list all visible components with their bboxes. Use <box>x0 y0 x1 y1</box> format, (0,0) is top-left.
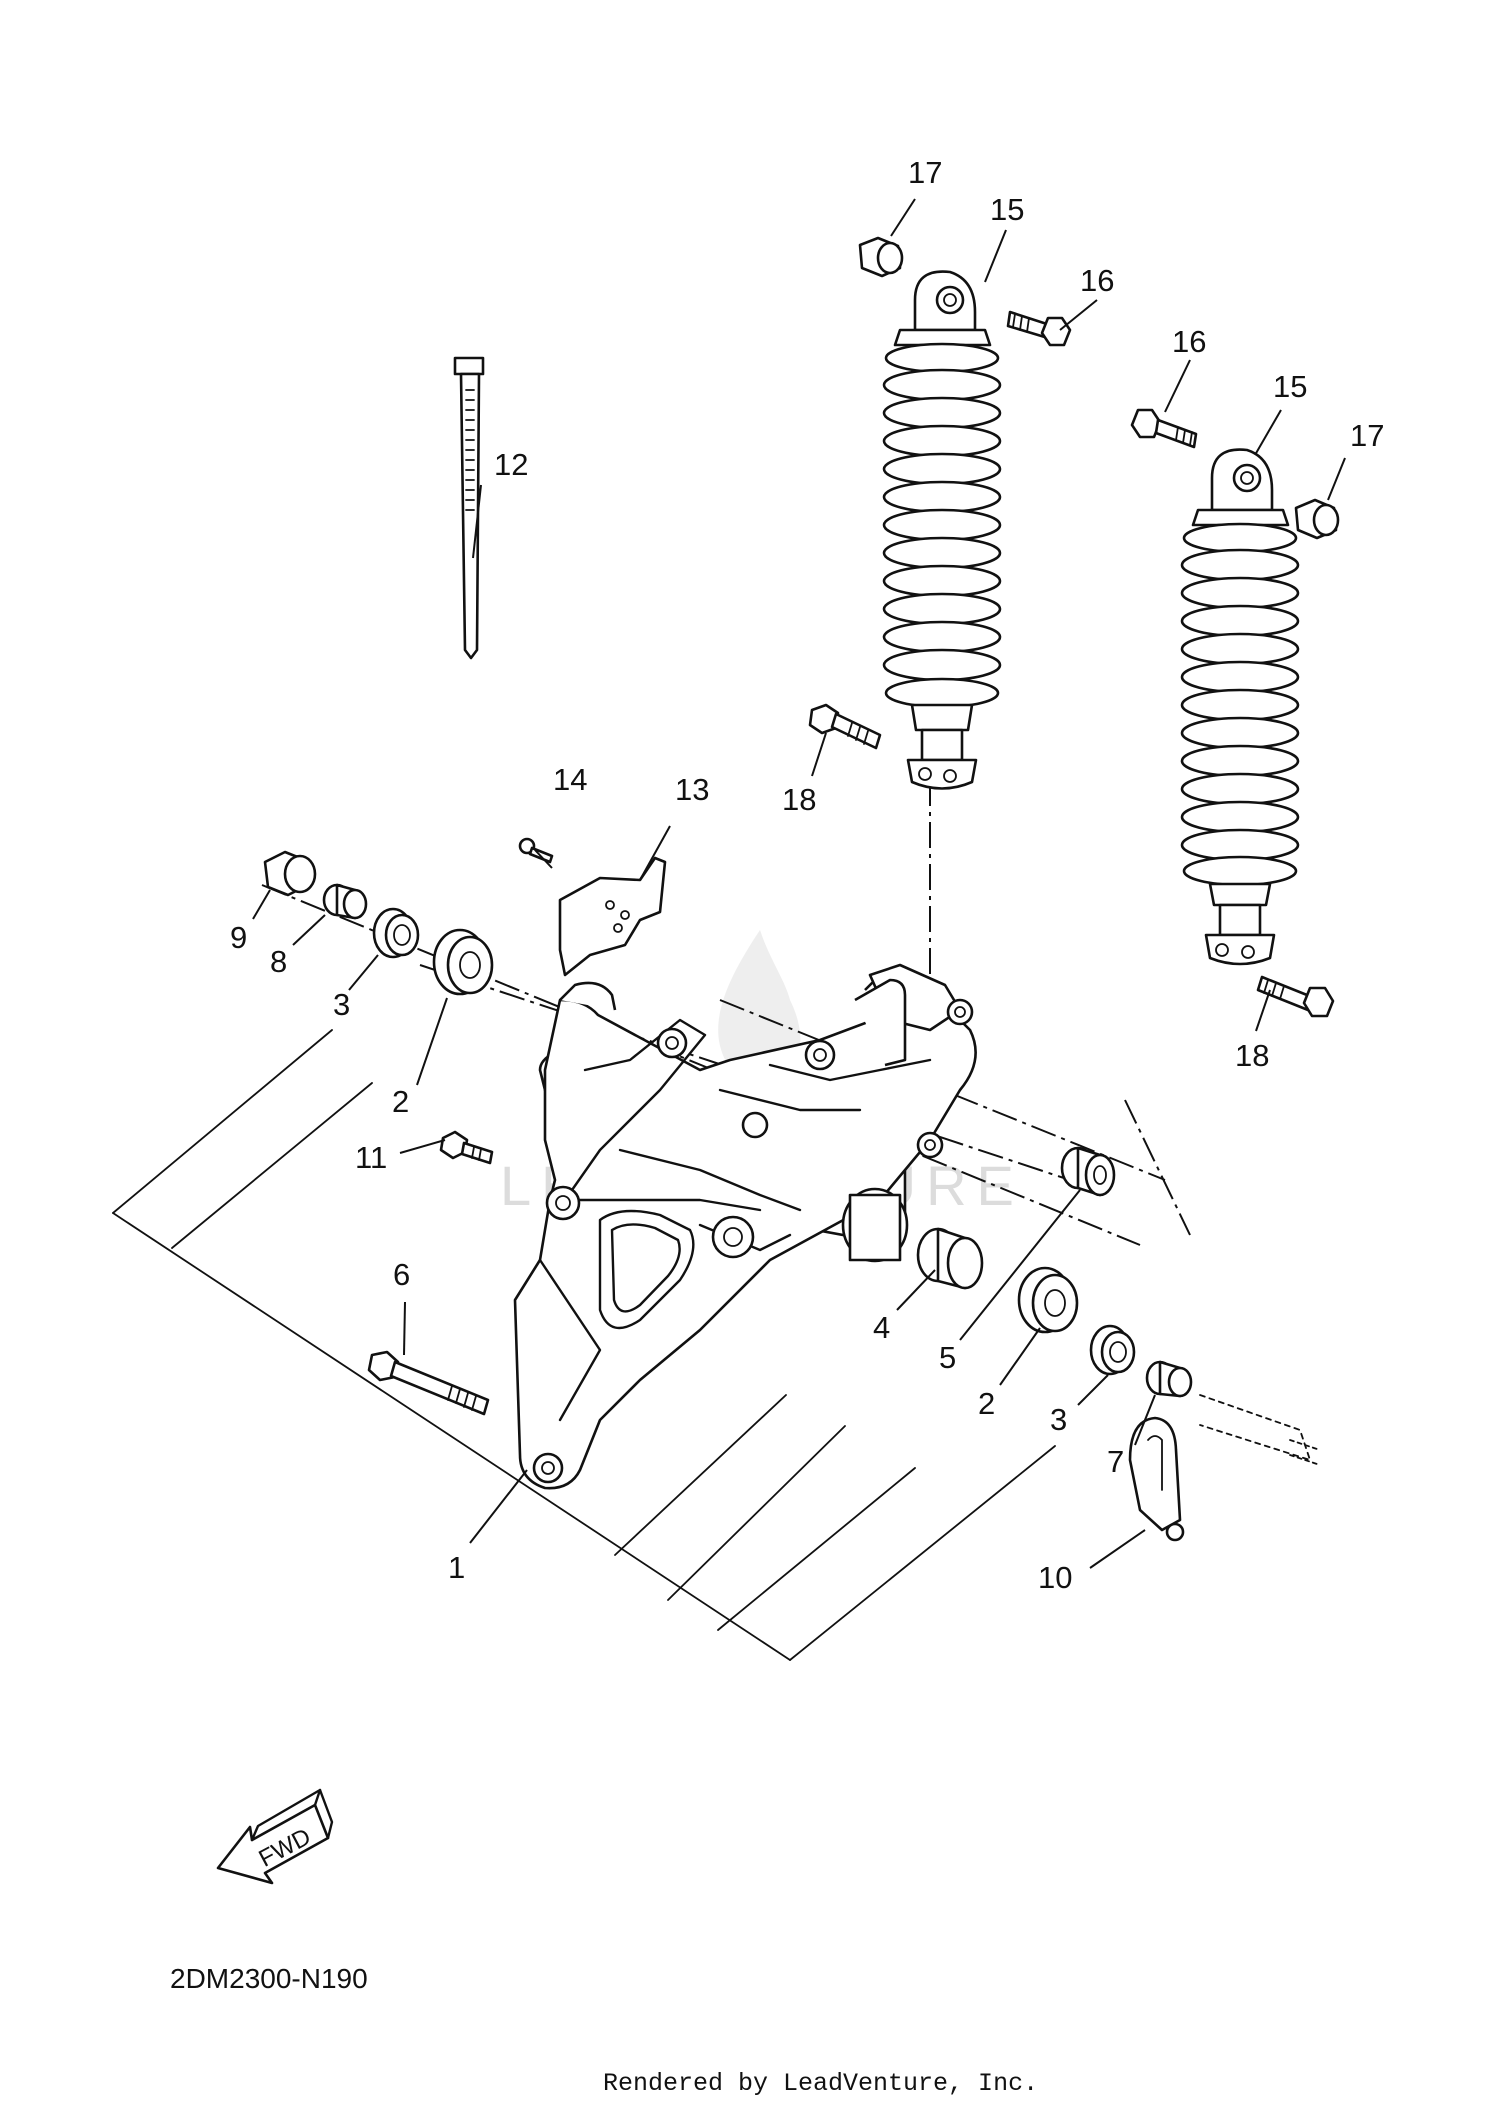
clamp-10 <box>1128 1416 1185 1542</box>
rear-shock-left <box>882 270 1002 790</box>
nut-17-right <box>1294 498 1340 540</box>
callout-2-right: 2 <box>978 1386 995 1421</box>
nut-17-left <box>858 236 904 278</box>
collar-8 <box>322 883 368 920</box>
rear-arm-bracket <box>513 963 977 1490</box>
bearing-2-right <box>1017 1266 1079 1334</box>
callout-1: 1 <box>448 1550 465 1585</box>
callout-12: 12 <box>494 447 528 482</box>
rendered-by-credit: Rendered by LeadVenture, Inc. <box>603 2069 1038 2098</box>
callout-6: 6 <box>393 1257 410 1292</box>
assembly-lines <box>112 1029 1056 1661</box>
callout-17-left: 17 <box>908 155 942 190</box>
cable-tie <box>453 356 485 660</box>
bolt-18-right <box>1256 975 1335 1018</box>
callout-15-left: 15 <box>990 192 1024 227</box>
callout-18-right: 18 <box>1235 1038 1269 1073</box>
callout-13: 13 <box>675 772 709 807</box>
bolt-16-right <box>1130 408 1198 449</box>
collar-4 <box>916 1227 984 1290</box>
callout-5: 5 <box>939 1340 956 1375</box>
bearing-2-left <box>432 928 494 996</box>
oil-seal-3-left <box>372 907 420 959</box>
callout-7: 7 <box>1107 1444 1124 1479</box>
bracket-plate <box>558 856 667 977</box>
callout-8: 8 <box>270 944 287 979</box>
callouts: 1 2 2 3 3 4 5 6 7 8 9 10 11 12 13 14 15 … <box>230 155 1384 1595</box>
callout-10: 10 <box>1038 1560 1072 1595</box>
callout-4: 4 <box>873 1310 890 1345</box>
collar-7 <box>1145 1360 1193 1398</box>
bolt-6 <box>367 1350 490 1416</box>
callout-3-left: 3 <box>333 987 350 1022</box>
callout-14: 14 <box>553 762 587 797</box>
callout-3-right: 3 <box>1050 1402 1067 1437</box>
phantom-bolt <box>1199 1394 1321 1466</box>
callout-11: 11 <box>355 1140 387 1175</box>
bolt-18-left <box>808 703 882 750</box>
nut-9 <box>263 850 317 897</box>
callout-9: 9 <box>230 920 247 955</box>
fwd-arrow-icon: FWD <box>216 1788 334 1885</box>
callout-15-right: 15 <box>1273 369 1307 404</box>
leader-lines <box>252 198 1346 1569</box>
callout-16-right: 16 <box>1172 324 1206 359</box>
callout-2-left: 2 <box>392 1084 409 1119</box>
oil-seal-3-right <box>1089 1324 1136 1376</box>
diagram-code: 2DM2300-N190 <box>170 1963 368 1994</box>
callout-16-left: 16 <box>1080 263 1114 298</box>
rear-shock-right <box>1180 448 1300 966</box>
callout-18-left: 18 <box>782 782 816 817</box>
bolt-16-left <box>1006 310 1072 347</box>
bolt-11 <box>439 1130 494 1165</box>
bushing-5 <box>1060 1146 1116 1197</box>
callout-17-right: 17 <box>1350 418 1384 453</box>
